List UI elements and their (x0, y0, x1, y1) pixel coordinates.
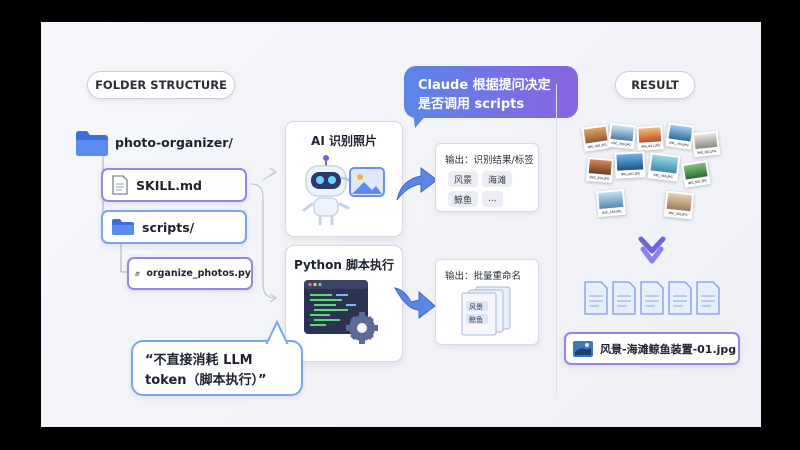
result-file-label: 风景-海滩鲸鱼装置-01.jpg (600, 342, 737, 356)
bubble-bottom-line2: token（脚本执行）” (145, 373, 267, 388)
output-rename-card: 输出：批量重命名 风景 鲸鱼 (435, 259, 539, 345)
photo-thumbnail: IMG_003.JPG (663, 190, 695, 220)
rename-doc-label: 鲸鱼 (469, 316, 483, 324)
folder-structure-pill: FOLDER STRUCTURE (87, 71, 235, 99)
photo-label: DSC_456.JPG (601, 209, 622, 215)
rename-doc-label: 风景 (469, 303, 483, 311)
code-window-icon (304, 280, 378, 344)
ai-recognition-card: AI 识别照片 (285, 121, 403, 237)
image-file-icon (573, 340, 593, 357)
photo-label: IMG_001.JPG (620, 171, 641, 177)
ai-card-title: AI 识别照片 (311, 134, 377, 148)
document-icon (112, 175, 128, 195)
photo-thumbnail: DSC_456.JPG (647, 152, 681, 182)
diagram-canvas: FOLDER STRUCTURE RESULT photo-organizer/… (41, 22, 761, 427)
file-stack-icon (461, 286, 511, 336)
skill-file-label: SKILL.md (136, 177, 202, 193)
renamed-files-row (584, 281, 720, 315)
python-execution-card: Python 脚本执行 (285, 245, 403, 362)
photo-thumbnail: DSC_456.JPG (607, 122, 637, 150)
bubble-tail (265, 320, 289, 344)
folder-icon (112, 219, 134, 235)
python-icon (135, 271, 141, 276)
photo-thumbnail: IMG_001.JPG (581, 124, 611, 152)
no-token-bubble: “不直接消耗 LLM token（脚本执行）” (131, 340, 303, 396)
arrow-to-tags (396, 167, 438, 201)
folder-structure-label: FOLDER STRUCTURE (95, 78, 227, 92)
result-label: RESULT (631, 78, 679, 92)
bubble-bottom-line1: “不直接消耗 LLM (145, 353, 253, 368)
root-folder-label[interactable]: photo-organizer/ (115, 135, 233, 150)
tag: 鲸鱼 (448, 191, 479, 207)
photo-thumbnail: DSC_456.JPG (665, 122, 695, 150)
script-file-item[interactable]: organize_photos.py (127, 257, 253, 290)
photo-thumbnail: DSC_456.JPG (595, 188, 627, 218)
photo-label: IMG_003.JPG (668, 210, 688, 217)
photo-label: IMG_001.JPG (587, 142, 607, 150)
tag: 风景 (448, 171, 479, 187)
scripts-folder-item[interactable]: scripts/ (101, 210, 247, 244)
photo-label: DSC_456.JPG (611, 140, 632, 147)
photo-thumbnail: IMG_001.JPG (614, 151, 646, 179)
python-card-title: Python 脚本执行 (293, 258, 395, 272)
claude-decision-bubble: Claude 根据提问决定 是否调用 scripts (404, 66, 578, 118)
section-divider (556, 84, 557, 394)
tag: ... (482, 191, 503, 207)
photo-label: IMG_001.JPG (640, 143, 661, 149)
skill-file-item[interactable]: SKILL.md (101, 168, 247, 202)
script-file-label: organize_photos.py (146, 268, 251, 279)
robot-icon (302, 155, 385, 226)
photo-thumbnail: DSC_456.JPG (586, 156, 614, 184)
bubble-tail (413, 112, 429, 128)
photo-thumbnail: IMG_001.JPG (681, 160, 711, 188)
arrow-to-rename (394, 287, 436, 319)
photo-label: IMG_001.JPG (697, 148, 717, 155)
tag: 海滩 (482, 171, 513, 187)
photo-thumbnail: IMG_001.JPG (691, 130, 721, 158)
photo-thumbnail: IMG_001.JPG (636, 125, 664, 151)
arrow-down-icon (638, 236, 666, 264)
result-pill: RESULT (615, 71, 695, 99)
folder-icon (74, 129, 110, 157)
scripts-folder-label: scripts/ (142, 219, 195, 235)
result-file-item[interactable]: 风景-海滩鲸鱼装置-01.jpg (564, 332, 740, 365)
photo-collage: IMG_001.JPG DSC_456.JPG IMG_001.JPG DSC_… (579, 122, 729, 232)
output-tags-title: 输出：识别结果/标签 (445, 155, 534, 166)
output-rename-title: 输出：批量重命名 (445, 271, 522, 282)
photo-label: DSC_456.JPG (589, 175, 610, 181)
output-tags-card: 输出：识别结果/标签 风景 海滩 鲸鱼 ... (435, 143, 539, 212)
bubble-top-line1: Claude 根据提问决定 (418, 78, 551, 93)
bubble-top-line2: 是否调用 scripts (418, 97, 525, 112)
